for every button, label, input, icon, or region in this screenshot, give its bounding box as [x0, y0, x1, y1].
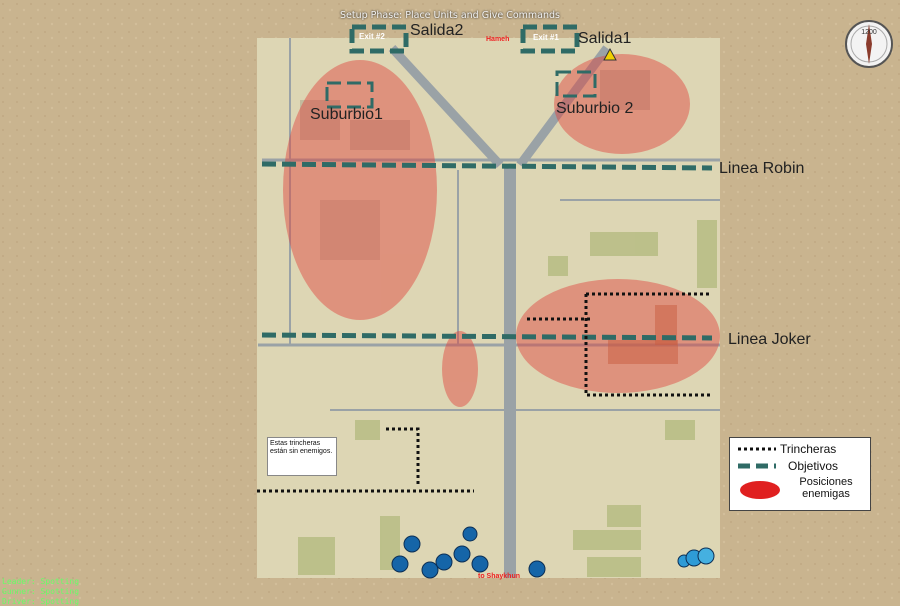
enemy-positions [283, 54, 720, 407]
player-marker[interactable] [603, 47, 617, 61]
friendly-units[interactable] [391, 47, 715, 579]
unit-marker[interactable] [453, 545, 471, 563]
exit1-label[interactable]: Exit #1 [533, 33, 559, 42]
status-line-driver: Driver: Spotting [2, 597, 80, 606]
compass[interactable] [845, 20, 893, 68]
suburbio1-marker [325, 81, 374, 109]
legend-enemy-symbol [740, 481, 780, 499]
unit-marker[interactable] [528, 560, 546, 578]
linea-robin-label: Linea Robin [719, 160, 805, 177]
legend-enemy-label: Posiciones enemigas [799, 476, 853, 500]
exit2-frame [349, 24, 409, 54]
exit2-label[interactable]: Exit #2 [359, 32, 385, 41]
trench-note: Estas trincheras están sin enemigos. [267, 437, 337, 476]
exit1-frame [520, 24, 580, 54]
suburbio2-marker [555, 70, 597, 98]
legend-symbols [738, 447, 780, 499]
unit-marker[interactable] [421, 561, 439, 579]
legend-objectives-label: Objetivos [788, 459, 839, 473]
objective-lines [261, 24, 713, 341]
enemy-zone-suburbio1 [283, 60, 437, 320]
linea-joker-label: Linea Joker [728, 331, 811, 348]
place-label-bottom: to Shaykhun [478, 573, 521, 580]
unit-marker[interactable] [403, 535, 421, 553]
trenches [257, 292, 711, 493]
compass-value: 1200 [861, 29, 877, 36]
buildings [300, 70, 678, 364]
objective-line-robin [261, 161, 713, 171]
roads [258, 38, 720, 578]
legend: Trincheras Objetivos Posiciones enemigas [729, 437, 871, 511]
suburbio2-label: Suburbio 2 [556, 100, 634, 117]
unit-marker[interactable] [471, 555, 489, 573]
status-line-gunner: Gunner: Spotting [2, 587, 80, 596]
enemy-zone-joker [516, 279, 720, 393]
place-label-top: Hameh [486, 36, 510, 43]
salida2-label: Salida2 [410, 22, 464, 39]
enemy-zone-center [442, 331, 478, 407]
unit-marker[interactable] [391, 555, 409, 573]
phase-status: Setup Phase: Place Units and Give Comman… [340, 10, 560, 21]
objective-line-joker [261, 332, 713, 341]
legend-trenches-label: Trincheras [780, 442, 837, 456]
compass-needle-icon [866, 24, 872, 64]
suburbio1-label: Suburbio1 [310, 106, 383, 123]
enemy-zone-suburbio2 [554, 54, 690, 154]
status-line-leader: Leader: Spotting [2, 577, 80, 586]
unit-marker[interactable] [462, 526, 478, 542]
fields [298, 220, 717, 577]
unit-marker[interactable] [697, 547, 715, 565]
trench-south-north [386, 427, 420, 485]
unit-marker[interactable] [435, 553, 453, 571]
salida1-label: Salida1 [578, 30, 632, 47]
